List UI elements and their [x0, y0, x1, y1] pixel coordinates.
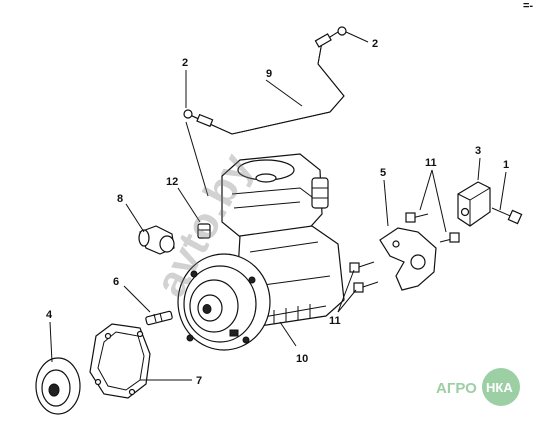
- callout-1: 1: [503, 159, 509, 171]
- callout-2-left: 2: [182, 57, 188, 69]
- callout-3: 3: [475, 145, 481, 157]
- callout-8: 8: [117, 193, 123, 205]
- part-9-pipe: [183, 26, 347, 135]
- compressor-body: [177, 153, 345, 351]
- part-5-bracket: [379, 227, 437, 291]
- callout-7: 7: [196, 375, 202, 387]
- logo-prefix: АГРО: [436, 380, 477, 397]
- callout-10: 10: [296, 353, 308, 365]
- callout-labels: 1 2 2 3 4 5 6 7 8 9 10 11 11 12: [46, 38, 509, 387]
- leader-lines: [49, 31, 507, 381]
- callout-5: 5: [380, 167, 386, 179]
- logo-circle: [482, 368, 520, 406]
- corner-mark: =-: [523, 0, 533, 12]
- callout-9: 9: [266, 68, 272, 80]
- part-4-cover: [35, 357, 81, 415]
- callout-6: 6: [113, 276, 119, 288]
- part-3-block: [457, 181, 491, 227]
- part-12-fitting: [197, 223, 211, 239]
- agronka-logo: АГРО НКА: [436, 368, 520, 406]
- callout-12: 12: [166, 176, 178, 188]
- part-7-gasket: [89, 323, 151, 399]
- part-1-bolt: [491, 207, 523, 225]
- callout-2-top: 2: [372, 38, 378, 50]
- callout-11-bottom: 11: [329, 315, 341, 327]
- part-11-bolts: [349, 212, 460, 293]
- logo-suffix: НКА: [486, 380, 513, 395]
- callout-4: 4: [46, 309, 53, 321]
- part-8-elbow: [138, 225, 175, 255]
- callout-11-top: 11: [425, 157, 437, 169]
- part-6-stud: [145, 310, 173, 326]
